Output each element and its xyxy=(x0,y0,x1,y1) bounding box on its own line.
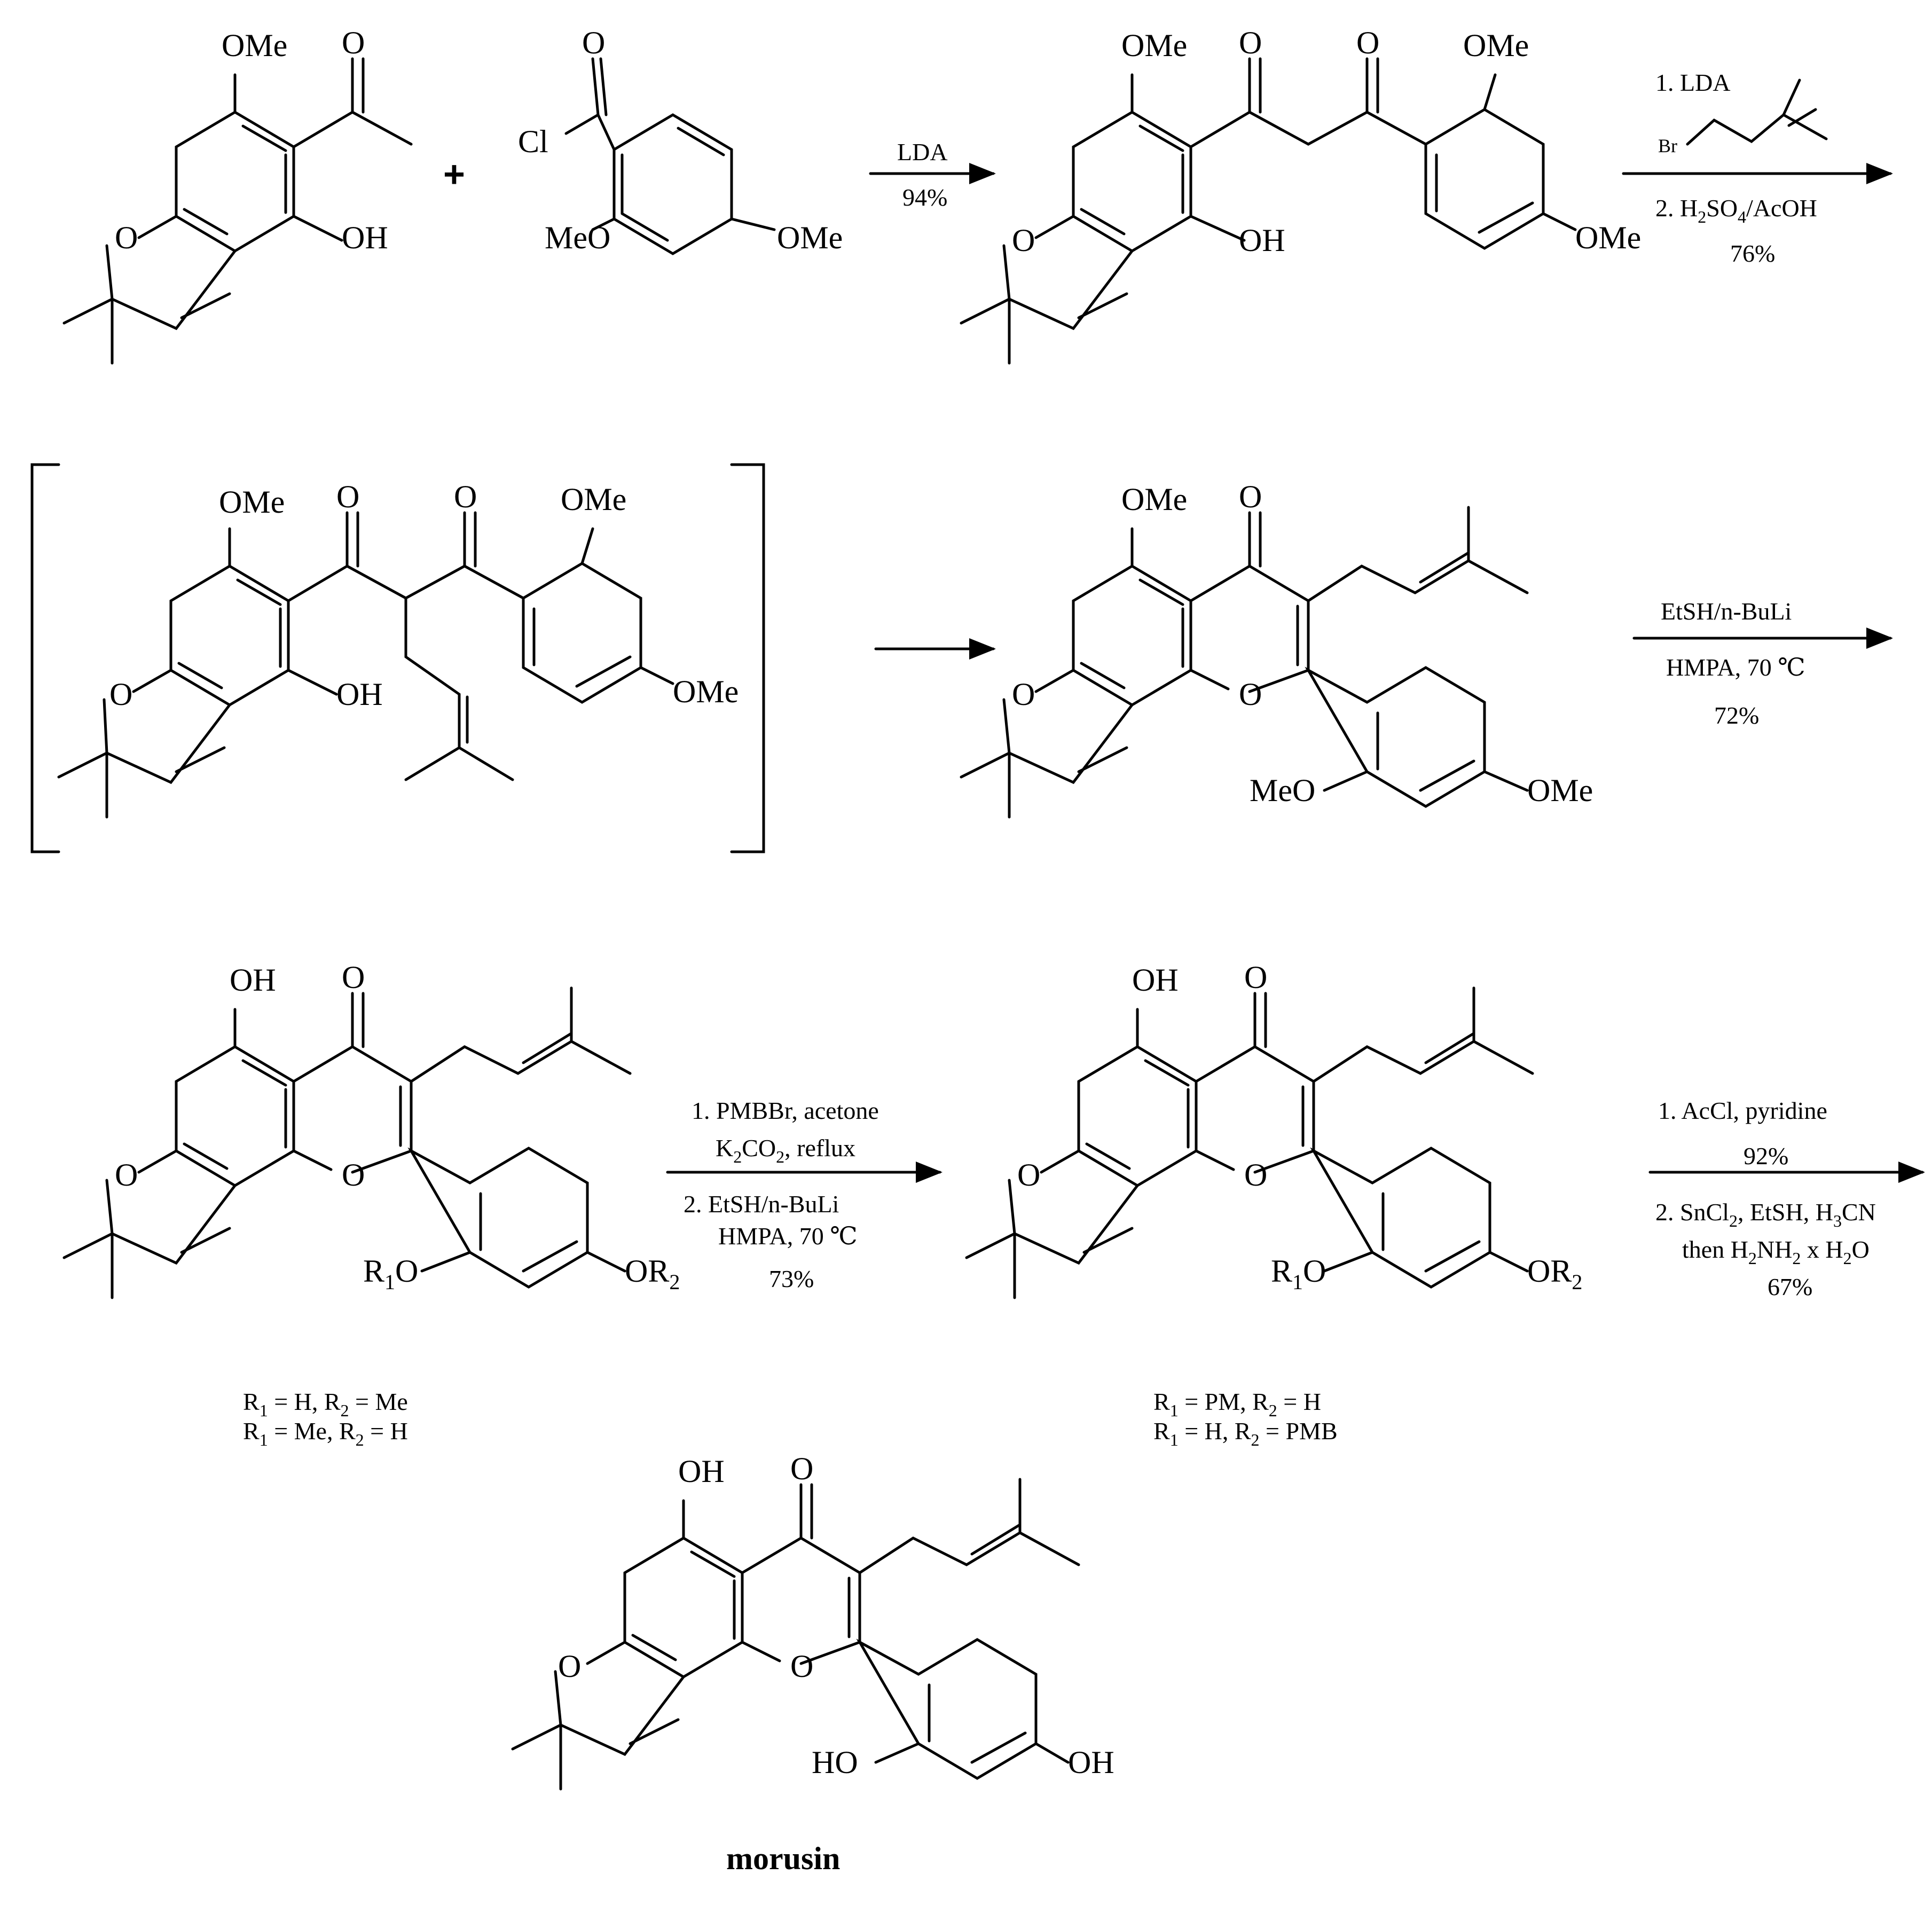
prenylated-intermediate: OMe O O OMe OH O OMe xyxy=(30,463,765,853)
svg-text:R1 = H, R2 = Me: R1 = H, R2 = Me xyxy=(243,1388,408,1420)
step1-yield: 94% xyxy=(902,184,947,211)
step2-reagent-1: 1. LDA xyxy=(1655,69,1731,96)
carbonyl-o-label: O xyxy=(1356,25,1379,60)
ome-label: OMe xyxy=(561,482,626,517)
svg-text:R1 = PM, R2 = H: R1 = PM, R2 = H xyxy=(1153,1388,1321,1420)
carbonyl-o-label: O xyxy=(336,479,359,514)
svg-text:R1 = H, R2 = PMB: R1 = H, R2 = PMB xyxy=(1153,1417,1338,1449)
svg-text:R1 = Me, R2 = H: R1 = Me, R2 = H xyxy=(243,1417,408,1449)
step2-acid: 2. H2SO4/AcOH xyxy=(1655,194,1817,226)
carbonyl-o-label: O xyxy=(582,25,605,60)
arrow-step-5: 1. PMBBr, acetone K2CO2, reflux 2. EtSH/… xyxy=(666,1097,943,1292)
carbonyl-o-label: O xyxy=(1239,479,1262,514)
step2-prenyl-bromide: Br xyxy=(1658,135,1677,156)
ho-label: HO xyxy=(812,1745,858,1780)
step6-yield-2: 67% xyxy=(1768,1273,1812,1300)
oh-label: OH xyxy=(1239,223,1285,258)
morusin-structure: OH O O O HO OH morusin xyxy=(511,1451,1114,1876)
step4-yield: 72% xyxy=(1714,702,1759,729)
svg-text:then H2NH2 x H2O: then H2NH2 x H2O xyxy=(1682,1236,1870,1268)
oh-label: OH xyxy=(678,1454,725,1489)
oh-label: OH xyxy=(1132,962,1179,998)
prenylflavone-dimethyl: OMe O O O MeO OMe xyxy=(960,479,1593,819)
oh-label: OH xyxy=(1068,1745,1114,1780)
ring-o-label: O xyxy=(115,1157,138,1193)
svg-text:2. SnCl2, EtSH, H3CN: 2. SnCl2, EtSH, H3CN xyxy=(1655,1198,1876,1230)
ome-label: OMe xyxy=(1121,482,1187,517)
meo-label: MeO xyxy=(545,220,610,255)
partially-demethylated-flavone: OH O O O R1O OR2 xyxy=(62,960,680,1299)
ring-o-label: O xyxy=(1239,677,1262,712)
ring-o-label: O xyxy=(1017,1157,1040,1193)
carbonyl-o-label: O xyxy=(1244,960,1267,995)
ring-o-label: O xyxy=(790,1649,813,1684)
arrow-step-2: 1. LDA Br 2. H2SO4/AcOH 76% xyxy=(1622,69,1893,267)
ome-label: OMe xyxy=(777,220,843,255)
ring-o-label: O xyxy=(342,1157,365,1193)
cl-label: Cl xyxy=(518,124,548,159)
step5-yield: 73% xyxy=(769,1265,814,1292)
pmb-protected-flavone: OH O O O R1O OR2 xyxy=(965,960,1582,1299)
step5-reagent-1: 1. PMBBr, acetone xyxy=(692,1097,879,1124)
carbonyl-o-label: O xyxy=(790,1451,813,1486)
ome-label: OMe xyxy=(1121,28,1187,63)
r1o-label: R1O xyxy=(1271,1253,1326,1294)
step5-reagent-2: 2. EtSH/n-BuLi xyxy=(684,1190,839,1218)
step6-reagent-1: 1. AcCl, pyridine xyxy=(1658,1097,1827,1124)
step4-reagent: EtSH/n-BuLi xyxy=(1661,598,1792,625)
oh-label: OH xyxy=(230,962,276,998)
r1o-label: R1O xyxy=(363,1253,418,1294)
ome-label: OMe xyxy=(222,28,287,63)
substituents-note-left: R1 = H, R2 = Me R1 = Me, R2 = H xyxy=(243,1388,408,1449)
step4-conditions: HMPA, 70 ℃ xyxy=(1666,654,1805,681)
ome-label: OMe xyxy=(673,674,739,709)
carbonyl-o-label: O xyxy=(342,960,365,995)
or2-label: OR2 xyxy=(625,1253,680,1294)
arrow-step-4: EtSH/n-BuLi HMPA, 70 ℃ 72% xyxy=(1632,598,1893,729)
ome-label: OMe xyxy=(219,484,285,520)
substituents-note-mid: R1 = PM, R2 = H R1 = H, R2 = PMB xyxy=(1153,1388,1338,1449)
ring-o-label: O xyxy=(1244,1157,1267,1193)
ring-o-label: O xyxy=(1012,677,1035,712)
diketone-intermediate: OMe O O OMe OH O OMe xyxy=(960,25,1641,365)
meo-label: MeO xyxy=(1250,773,1315,808)
arrow-step-6: 1. AcCl, pyridine 92% 2. SnCl2, EtSH, H3… xyxy=(1648,1097,1925,1300)
ome-label: OMe xyxy=(1463,28,1529,63)
step1-reagent: LDA xyxy=(897,138,948,166)
ring-o-label: O xyxy=(1012,223,1035,258)
ome-label: OMe xyxy=(1575,220,1641,255)
or2-label: OR2 xyxy=(1527,1253,1582,1294)
product-name: morusin xyxy=(726,1841,840,1876)
step2-yield: 76% xyxy=(1730,240,1775,267)
arrow-step-1: LDA 94% xyxy=(869,138,996,211)
step5-conditions: HMPA, 70 ℃ xyxy=(718,1222,858,1250)
ring-o-label: O xyxy=(558,1649,581,1684)
carbonyl-o-label: O xyxy=(454,479,477,514)
ring-o-label: O xyxy=(115,220,138,255)
carbonyl-o-label: O xyxy=(342,25,365,60)
svg-text:K2CO2, reflux: K2CO2, reflux xyxy=(716,1134,855,1166)
plus-sign: + xyxy=(443,153,465,195)
step6-yield-1: 92% xyxy=(1743,1142,1788,1170)
acid-chloride: O Cl MeO OMe xyxy=(518,25,843,255)
ome-label: OMe xyxy=(1527,773,1593,808)
oh-label: OH xyxy=(336,677,383,712)
ring-o-label: O xyxy=(109,677,132,712)
oh-label: OH xyxy=(342,220,388,255)
starting-chromene-ketone: OMe O OH O xyxy=(62,25,413,365)
carbonyl-o-label: O xyxy=(1239,25,1262,60)
